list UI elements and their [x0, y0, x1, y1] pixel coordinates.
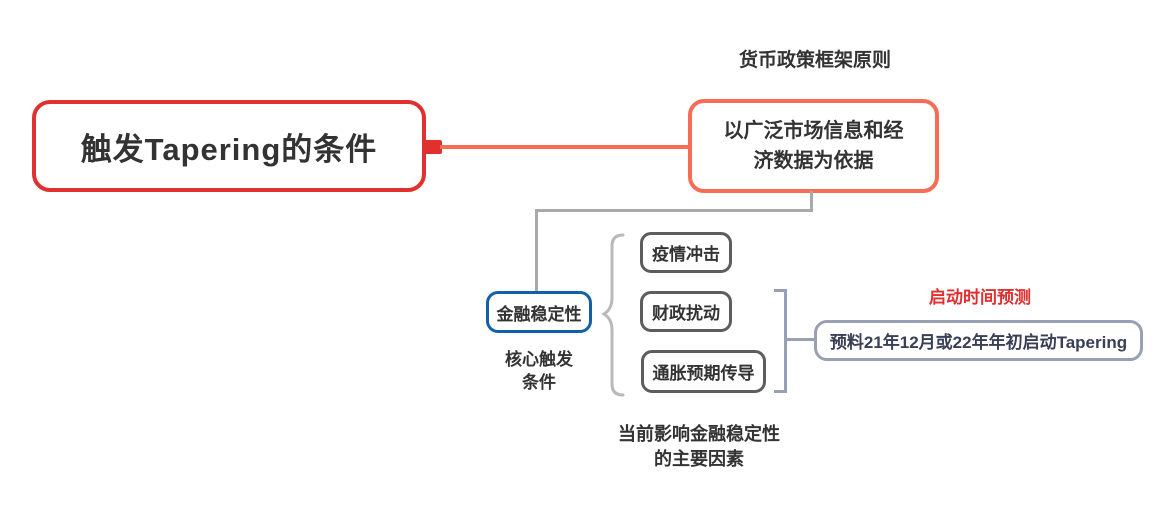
node-tapering-prediction[interactable]: 预料21年12月或22年年初启动Tapering [814, 320, 1143, 361]
bracket-bottom-tick [774, 390, 787, 393]
connector-policy-elbow-horizontal [535, 209, 813, 212]
policy-branch-caption[interactable]: 货币政策框架原则 [738, 50, 891, 71]
bracket-vertical [784, 289, 787, 393]
connector-policy-elbow-vertical [810, 191, 813, 212]
node-inflation-expectation[interactable]: 通胀预期传导 [641, 350, 766, 393]
connector-bracket-to-prediction [787, 338, 815, 341]
prediction-caption[interactable]: 启动时间预测 [929, 288, 1031, 307]
factors-caption[interactable]: 当前影响金融稳定性 的主要因素 [618, 424, 780, 469]
node-main-topic[interactable]: 触发Tapering的条件 [32, 100, 426, 192]
curly-brace [601, 233, 625, 397]
node-financial-stability[interactable]: 金融稳定性 [486, 291, 592, 333]
core-trigger-caption[interactable]: 核心触发 条件 [505, 350, 573, 392]
node-policy-basis[interactable]: 以广泛市场信息和经 济数据为依据 [688, 99, 939, 193]
connector-elbow-to-stability [535, 209, 538, 292]
connector-root-to-policy [440, 145, 690, 149]
node-fiscal-disturbance[interactable]: 财政扰动 [640, 291, 732, 332]
bracket-top-tick [774, 289, 787, 292]
connector-handle [424, 140, 442, 154]
node-pandemic-shock[interactable]: 疫情冲击 [640, 232, 732, 273]
